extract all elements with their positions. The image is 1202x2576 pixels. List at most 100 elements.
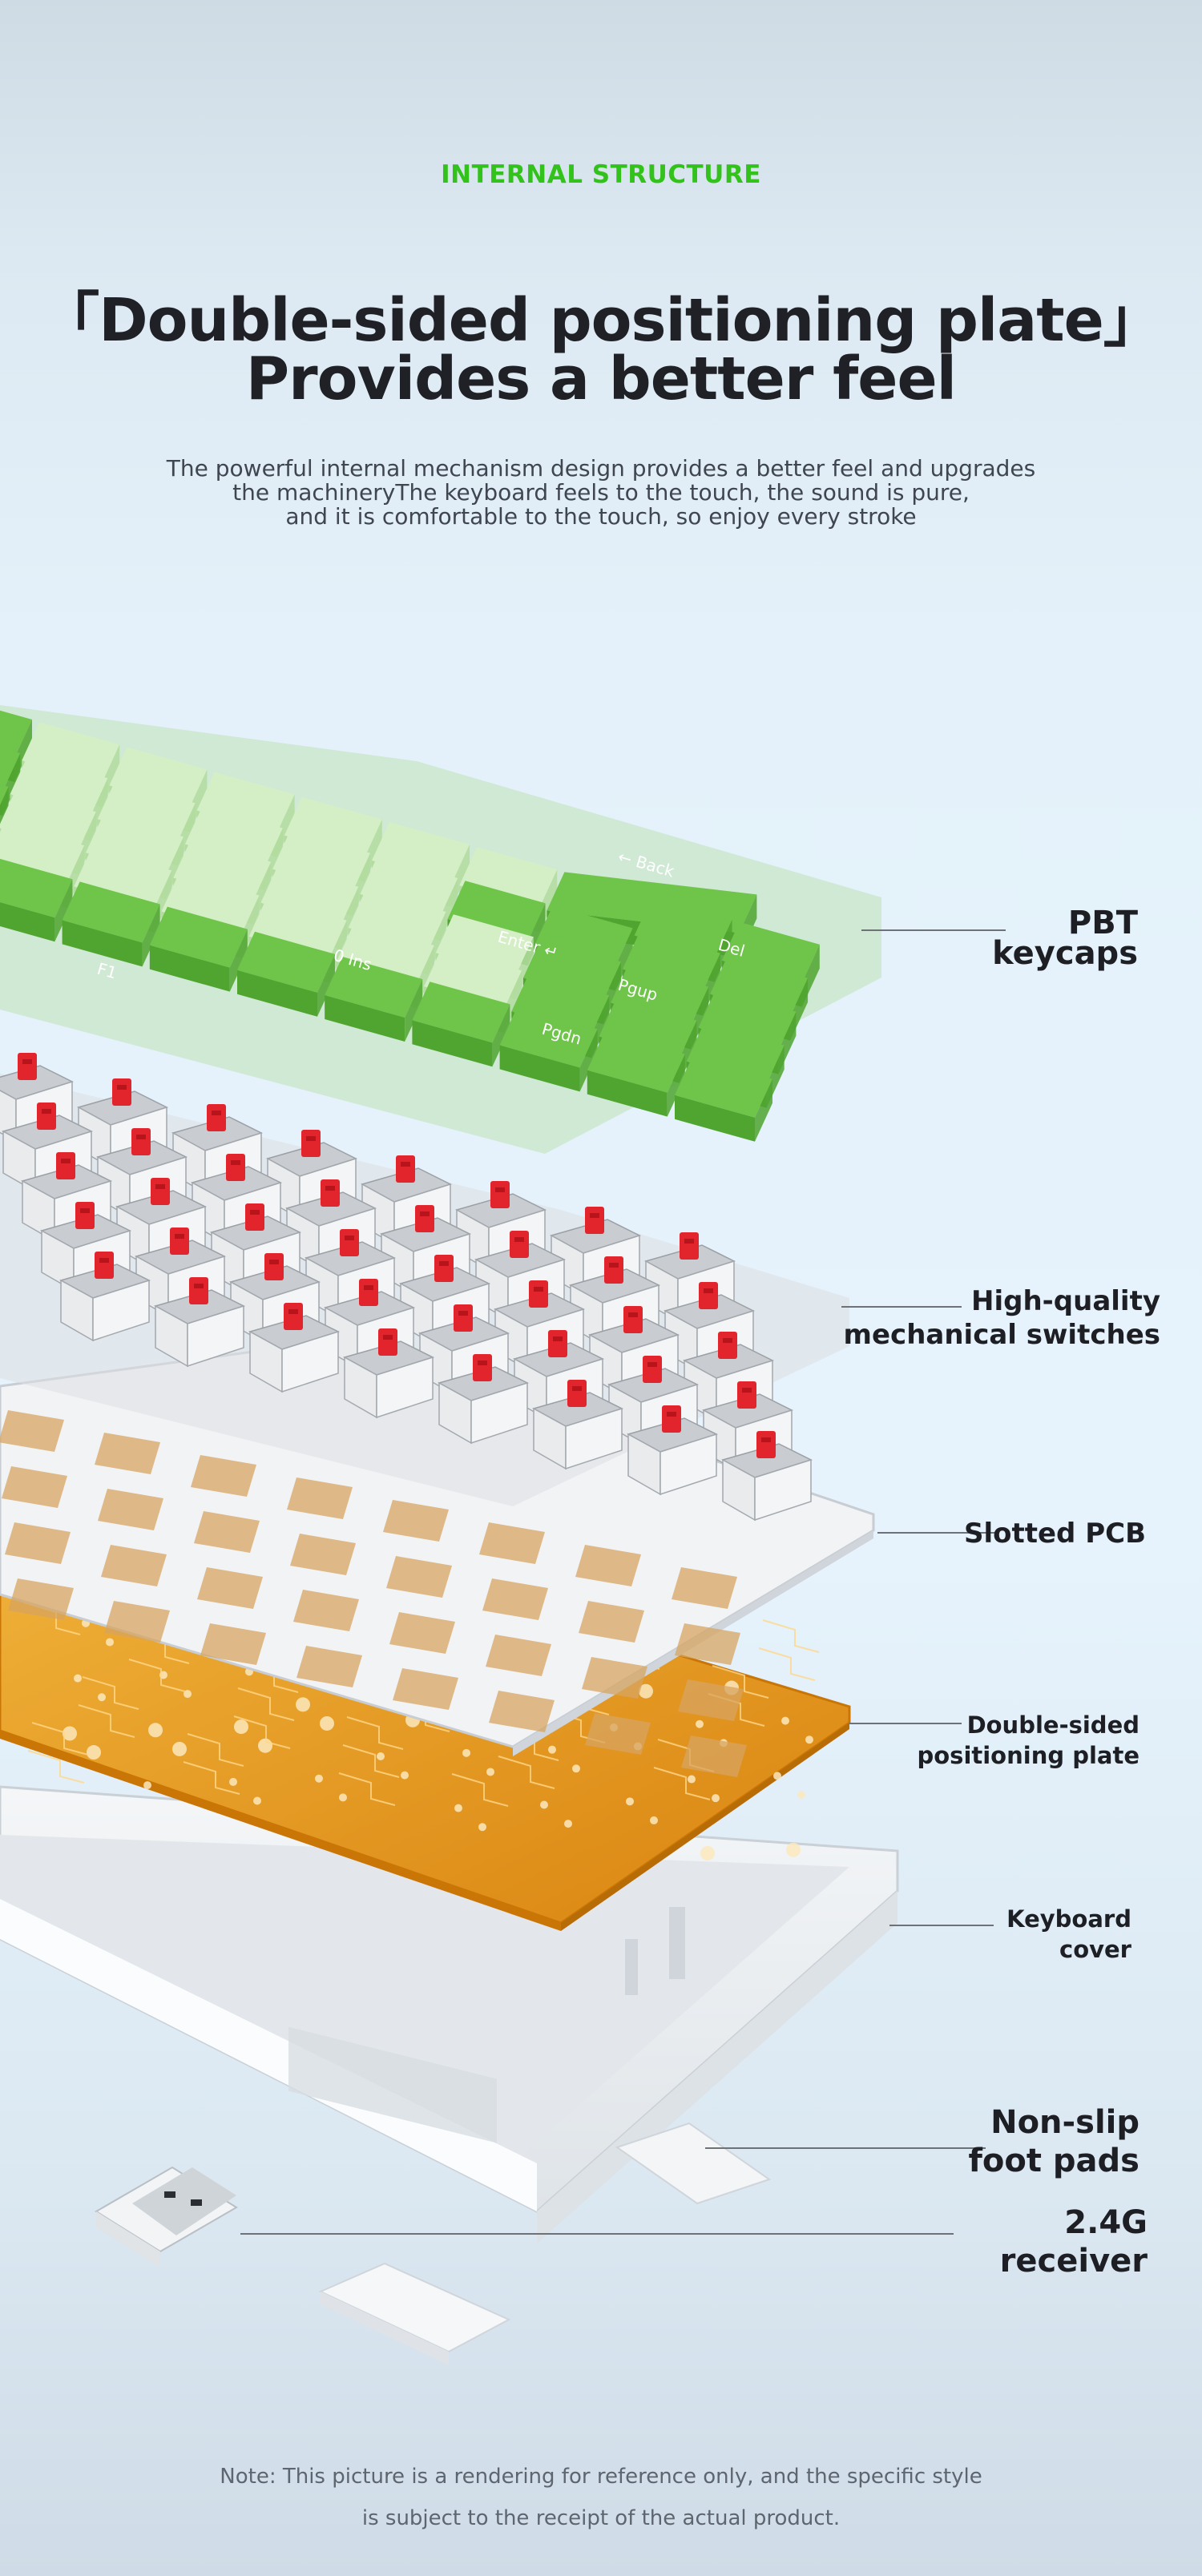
- label-slotted-pcb: Slotted PCB: [963, 1518, 1146, 1550]
- plate-hole: [229, 1777, 237, 1786]
- disclaimer-line-1: Note: This picture is a rendering for re…: [220, 2465, 982, 2489]
- plate-hole: [296, 1697, 310, 1712]
- keycap: [675, 1056, 772, 1142]
- pcb-slot: [191, 1455, 256, 1497]
- label-positioning-plate: Double-sided positioning plate: [917, 1711, 1140, 1769]
- plate-hole: [478, 1823, 486, 1832]
- plate-hole: [486, 1768, 494, 1776]
- keycap: [149, 906, 248, 992]
- plate-hole: [540, 1800, 548, 1809]
- pcb-slot: [290, 1534, 356, 1575]
- plate-hole: [106, 1638, 114, 1647]
- switch: [438, 1354, 529, 1445]
- plate-trace: [451, 1773, 509, 1807]
- plate-hole: [339, 1793, 347, 1802]
- pcb-slot: [579, 1601, 644, 1643]
- section-eyebrow: INTERNAL STRUCTURE: [441, 160, 761, 189]
- keycap: [499, 1006, 598, 1092]
- plate-hole: [184, 1690, 192, 1699]
- pcb-slot: [8, 1578, 74, 1620]
- plate-hole: [454, 1804, 462, 1812]
- plate-hole: [805, 1735, 813, 1744]
- plate-hole: [63, 1726, 77, 1741]
- disclaimer-line-2: is subject to the receipt of the actual …: [361, 2506, 841, 2530]
- pcb-slot: [393, 1668, 458, 1710]
- label-foot-pads: Non-slip foot pads: [968, 2104, 1139, 2179]
- keycap: [0, 858, 73, 942]
- plate-hole: [253, 1796, 261, 1805]
- plate-hole: [234, 1719, 248, 1735]
- pcb-slot: [389, 1612, 455, 1654]
- leader-feet: [705, 2147, 986, 2149]
- description-line-2: the machineryThe keyboard feels to the t…: [232, 479, 970, 506]
- leader-pcb: [877, 1532, 998, 1534]
- plate-hole: [650, 1816, 658, 1824]
- description-line-3: and it is comfortable to the touch, so e…: [285, 503, 917, 530]
- plate-trace: [78, 1704, 135, 1738]
- plate-hole: [626, 1797, 634, 1806]
- plate-hole: [462, 1748, 470, 1757]
- plate-trace: [338, 1772, 396, 1806]
- switch: [59, 1252, 151, 1342]
- pcb-slot: [681, 1735, 747, 1777]
- plate-hole: [700, 1845, 715, 1860]
- plate-trace: [712, 1665, 769, 1699]
- plate-trace: [346, 1716, 404, 1750]
- plate-trace: [82, 1676, 139, 1710]
- leader-switches: [841, 1306, 962, 1308]
- label-keyboard-cover: Keyboard cover: [1006, 1905, 1131, 1963]
- plate-hole: [688, 1775, 696, 1784]
- pcb-slot: [293, 1590, 359, 1631]
- pcb-slot: [479, 1522, 545, 1564]
- plate-trace: [498, 1756, 555, 1789]
- plate-hole: [548, 1745, 556, 1754]
- pcb-slot: [296, 1646, 362, 1687]
- plate-hole: [87, 1745, 101, 1760]
- plate-hole: [572, 1764, 580, 1773]
- foot-pads: [318, 2122, 772, 2365]
- plate-trace: [237, 1687, 295, 1721]
- plate-hole: [172, 1741, 187, 1756]
- pcb-slot: [678, 1679, 744, 1721]
- switch: [154, 1277, 245, 1368]
- description-line-1: The powerful internal mechanism design p…: [166, 455, 1036, 482]
- keyboard-cover: [0, 1785, 899, 2243]
- pcb-slot: [482, 1578, 548, 1620]
- plate-hole: [786, 1842, 801, 1857]
- plate-trace: [187, 1733, 244, 1767]
- plate-hole: [377, 1752, 385, 1760]
- keycap: [237, 931, 335, 1017]
- pcb-slot: [675, 1623, 740, 1665]
- plate-hole: [148, 1723, 163, 1738]
- plate-hole: [696, 1719, 704, 1728]
- plate-trace: [762, 1619, 820, 1653]
- label-mechanical-switches: High-quality mechanical switches: [843, 1285, 1160, 1351]
- plate-hole: [712, 1794, 720, 1803]
- pcb-slot: [672, 1567, 737, 1609]
- plate-hole: [401, 1771, 409, 1780]
- pcb-slot: [486, 1635, 551, 1676]
- label-receiver: 2.4G receiver: [999, 2204, 1148, 2280]
- plate-trace: [342, 1744, 400, 1778]
- pcb-slot: [197, 1567, 263, 1609]
- plate-hole: [315, 1774, 323, 1783]
- switch: [343, 1328, 434, 1419]
- pcb-slot: [0, 1410, 64, 1452]
- plate-hole: [320, 1715, 334, 1731]
- pcb-slot: [287, 1477, 353, 1519]
- receiver-dongle: [95, 2166, 238, 2268]
- label-pbt-keycaps: PBT keycaps: [992, 905, 1138, 972]
- switch: [532, 1380, 623, 1470]
- plate-hole: [773, 1772, 781, 1780]
- pcb-slot: [104, 1601, 170, 1643]
- plate-hole: [564, 1820, 572, 1828]
- pcb-slot: [200, 1623, 266, 1665]
- plate-hole: [98, 1693, 106, 1702]
- leader-keycaps: [861, 929, 1006, 931]
- pcb-slot: [575, 1545, 641, 1586]
- plate-hole: [143, 1781, 151, 1790]
- plate-trace: [31, 1722, 89, 1756]
- pcb-slot: [98, 1489, 163, 1530]
- slotted-pcb: [0, 1336, 875, 1777]
- pcb-slot: [383, 1500, 449, 1542]
